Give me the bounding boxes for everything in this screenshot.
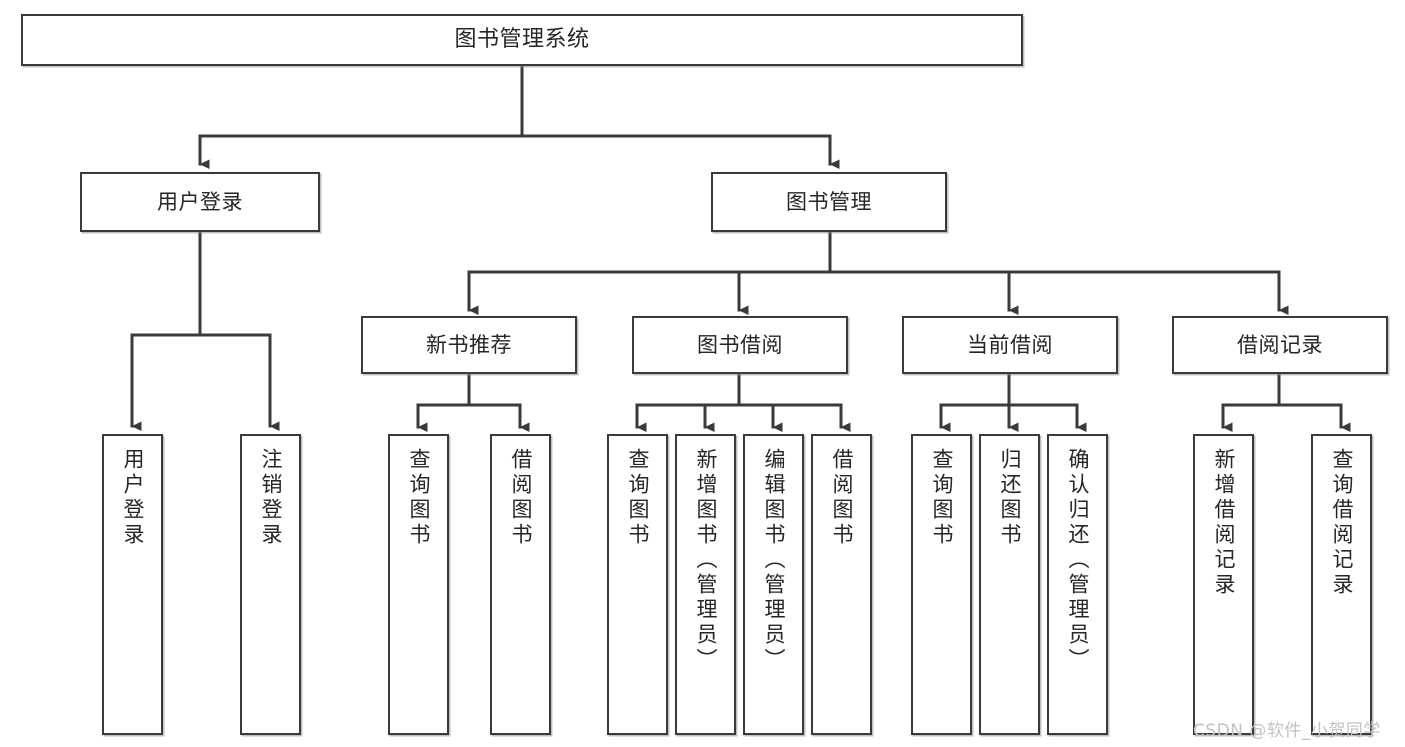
leaf-borrow-book-1-label: 借阅图书 [509,448,533,548]
leaf-confirm-return-label: 确认归还（管理员） [1066,448,1090,673]
leaf-query-book-2[interactable]: 查询图书 [607,434,668,735]
leaf-query-book-1[interactable]: 查询图书 [388,434,449,735]
node-book-manage[interactable]: 图书管理 [711,172,947,232]
node-new-book-rec-label: 新书推荐 [426,332,512,357]
node-user-login[interactable]: 用户登录 [80,172,320,232]
leaf-borrow-book-2[interactable]: 借阅图书 [811,434,872,735]
leaf-borrow-book-1[interactable]: 借阅图书 [490,434,551,735]
node-book-manage-label: 图书管理 [786,189,872,214]
leaf-add-record-label: 新增借阅记录 [1212,448,1236,598]
leaf-user-login[interactable]: 用户登录 [102,434,163,735]
leaf-user-login-label: 用户登录 [121,448,145,548]
leaf-return-book[interactable]: 归还图书 [979,434,1040,735]
node-current-borrow[interactable]: 当前借阅 [902,316,1118,374]
node-borrow-record[interactable]: 借阅记录 [1172,316,1388,374]
leaf-add-book-label: 新增图书（管理员） [694,448,718,673]
leaf-query-book-3-label: 查询图书 [930,448,954,548]
leaf-edit-book-label: 编辑图书（管理员） [762,448,786,673]
node-borrow-record-label: 借阅记录 [1237,332,1323,357]
node-book-borrow-label: 图书借阅 [697,332,783,357]
leaf-return-book-label: 归还图书 [998,448,1022,548]
leaf-add-book[interactable]: 新增图书（管理员） [675,434,736,735]
leaf-edit-book[interactable]: 编辑图书（管理员） [743,434,804,735]
node-current-borrow-label: 当前借阅 [967,332,1053,357]
leaf-query-record[interactable]: 查询借阅记录 [1311,434,1372,735]
node-book-borrow[interactable]: 图书借阅 [632,316,848,374]
node-root[interactable]: 图书管理系统 [21,14,1023,66]
leaf-query-book-3[interactable]: 查询图书 [911,434,972,735]
leaf-query-book-2-label: 查询图书 [626,448,650,548]
node-user-login-label: 用户登录 [157,189,243,214]
node-root-label: 图书管理系统 [454,27,590,53]
leaf-logout-label: 注销登录 [259,448,283,548]
leaf-borrow-book-2-label: 借阅图书 [830,448,854,548]
leaf-add-record[interactable]: 新增借阅记录 [1193,434,1254,735]
leaf-query-book-1-label: 查询图书 [407,448,431,548]
leaf-query-record-label: 查询借阅记录 [1330,448,1354,598]
node-new-book-rec[interactable]: 新书推荐 [361,316,577,374]
leaf-confirm-return[interactable]: 确认归还（管理员） [1047,434,1108,735]
leaf-logout[interactable]: 注销登录 [240,434,301,735]
